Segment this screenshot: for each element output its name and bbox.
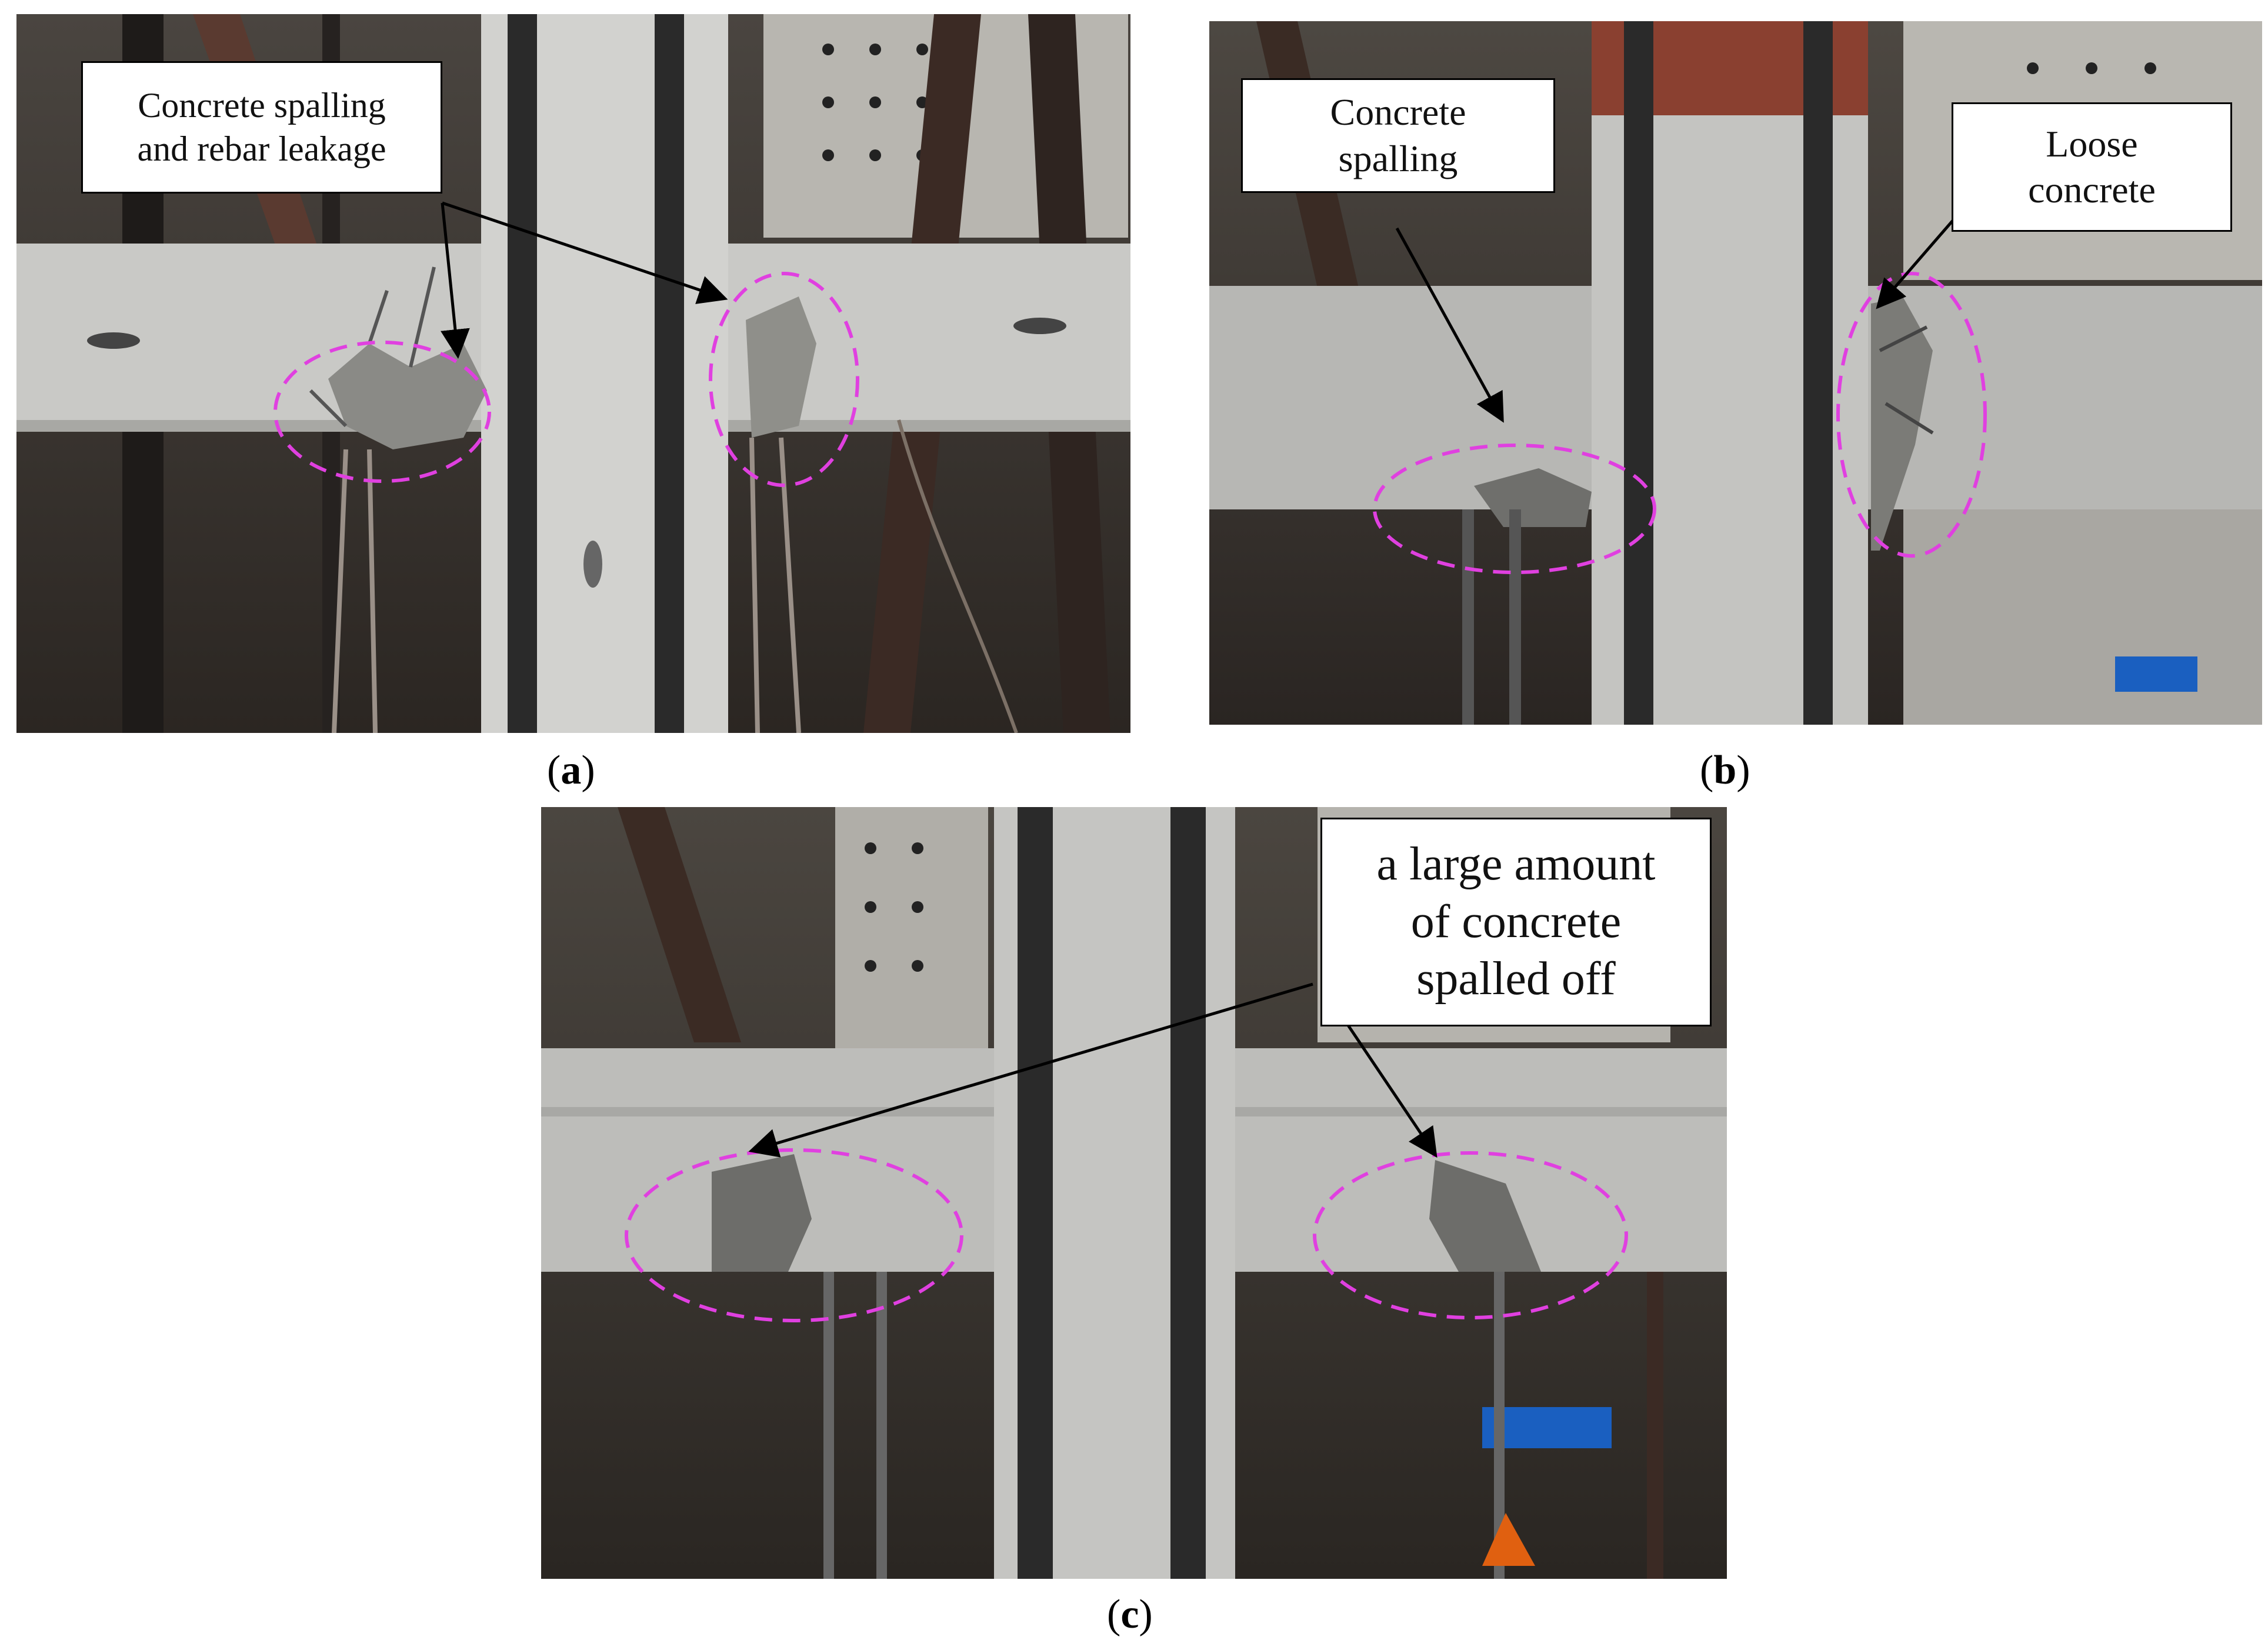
caption-b: (b) xyxy=(1700,748,1750,793)
callout-a-spalling-rebar: Concrete spalling and rebar leakage xyxy=(81,61,442,194)
callout-b-loose: Loose concrete xyxy=(1952,102,2232,232)
caption-a: (a) xyxy=(547,748,595,793)
callout-b-loose-text: Loose concrete xyxy=(2028,122,2156,211)
callout-a-spalling-rebar-text: Concrete spalling and rebar leakage xyxy=(137,86,386,168)
callout-b-spalling: Concrete spalling xyxy=(1241,78,1555,193)
callout-c-large-spalling-text: a large amount of concrete spalled off xyxy=(1376,838,1656,1005)
caption-c: (c) xyxy=(1107,1592,1153,1637)
callout-c-large-spalling: a large amount of concrete spalled off xyxy=(1320,818,1712,1026)
caption-b-letter: b xyxy=(1713,748,1737,793)
callout-b-spalling-text: Concrete spalling xyxy=(1330,91,1466,179)
caption-c-letter: c xyxy=(1120,1592,1139,1637)
caption-a-letter: a xyxy=(561,748,582,793)
